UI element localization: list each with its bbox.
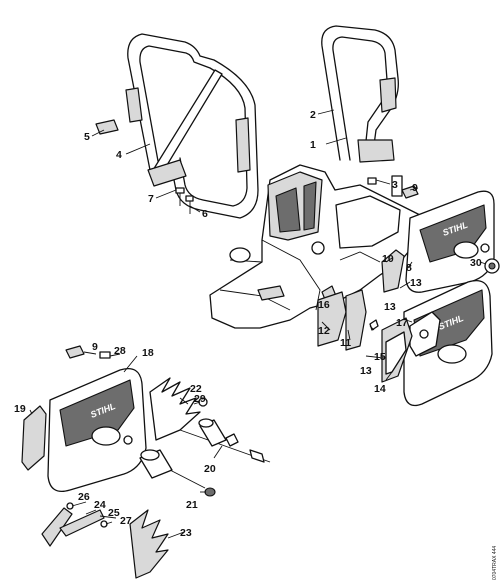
callout-19: 19 [14,403,26,415]
leader-lines [29,109,487,539]
handlebar-left [125,33,259,219]
crankcase [209,164,421,329]
callout-23: 23 [180,527,192,539]
callout-3: 3 [392,179,398,191]
callout-17: 17 [396,317,408,329]
parts-20-21 [139,418,271,497]
callout-21: 21 [186,499,198,511]
callout-30: 30 [470,257,482,269]
callout-4: 4 [116,149,122,161]
screw-3 [367,175,403,197]
callout-27: 27 [120,515,132,527]
callout-13-upper: 13 [410,277,422,289]
callout-25: 25 [108,507,120,519]
callout-7: 7 [148,193,154,205]
parts-13-15 [369,317,413,383]
callout-5: 5 [84,131,90,143]
callout-12: 12 [318,325,330,337]
callout-numbers: 1 2 3 4 5 6 7 8 9 10 11 12 13 14 15 16 1… [14,109,482,539]
callout-6: 6 [202,208,208,220]
sprocket-cover-left: STIHL [47,345,147,493]
callout-20: 20 [204,463,216,475]
callout-15: 15 [374,351,386,363]
screws-6-7 [175,187,194,214]
callout-2: 2 [310,109,316,121]
callout-10: 10 [382,253,394,265]
drawing-code: 0704TRAX 444 [492,546,498,580]
handlebar-right [321,25,399,163]
callout-14: 14 [374,383,386,395]
callout-16: 16 [318,299,330,311]
parts-23-27 [41,502,169,579]
callout-9-lower: 9 [92,341,98,353]
callout-13-lower: 13 [360,365,372,377]
sprocket-cover-upper: STIHL [401,185,495,293]
part-30-nut [484,258,500,274]
callout-11: 11 [340,337,351,349]
callout-8: 8 [406,262,412,274]
callout-18: 18 [142,347,154,359]
callout-13-mid: 13 [384,301,396,313]
part-5-pad [95,119,119,135]
callout-26: 26 [78,491,90,503]
callout-28: 28 [114,345,126,357]
callout-22: 22 [190,383,202,395]
callout-9-upper: 9 [412,182,418,194]
callout-29: 29 [194,393,206,405]
parts-11-12-16 [317,285,367,351]
part-19-strip [21,405,47,471]
callout-1: 1 [310,139,316,151]
callout-24: 24 [94,499,106,511]
part-17-plate [409,311,441,357]
